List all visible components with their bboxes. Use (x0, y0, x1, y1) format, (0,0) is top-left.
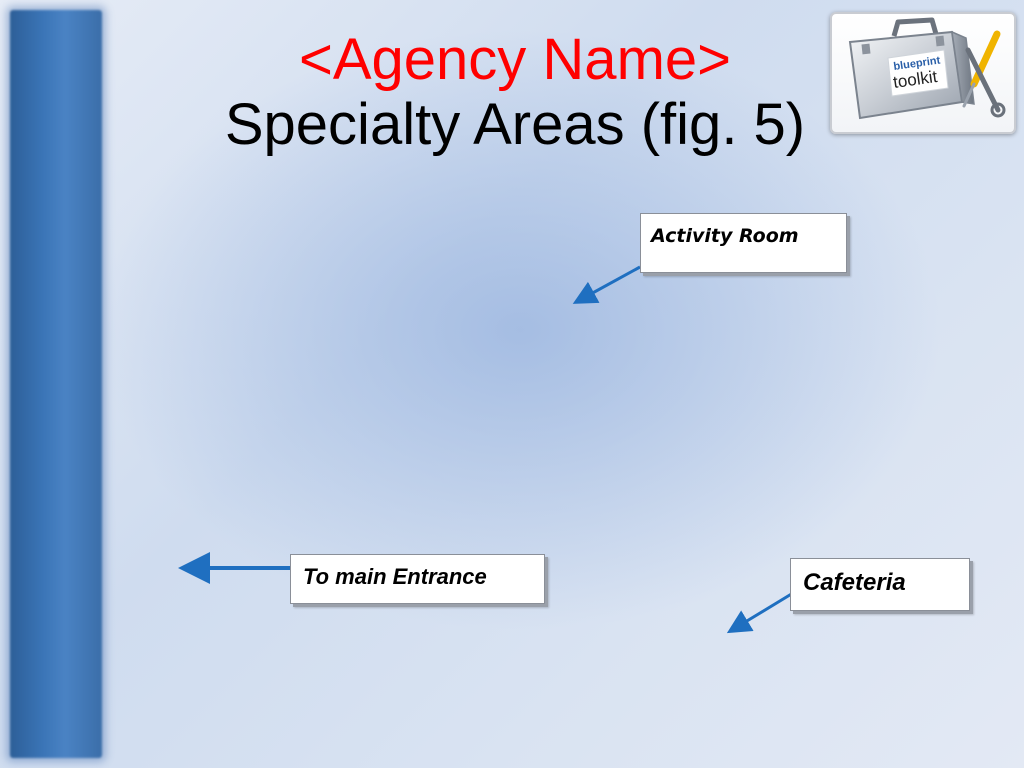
activity-room-arrow (572, 265, 641, 304)
toolkit-case-icon: blueprint toolkit (848, 17, 1006, 120)
activity-room-label: Activity Room (640, 213, 847, 273)
agency-name-title: <Agency Name> (298, 27, 732, 92)
activity-room-text: Activity Room (651, 225, 799, 247)
cafeteria-arrow (726, 588, 799, 634)
page-title: <Agency Name> Specialty Areas (fig. 5) (110, 27, 920, 158)
cafeteria-label: Cafeteria (790, 558, 970, 611)
main-entrance-text: To main Entrance (303, 564, 487, 589)
side-accent-bar (10, 10, 102, 758)
blueprint-toolkit-logo: blueprint toolkit (830, 12, 1016, 134)
specialty-areas-title: Specialty Areas (fig. 5) (224, 91, 806, 157)
cafeteria-text: Cafeteria (803, 569, 906, 596)
main-entrance-label: To main Entrance (290, 554, 545, 604)
